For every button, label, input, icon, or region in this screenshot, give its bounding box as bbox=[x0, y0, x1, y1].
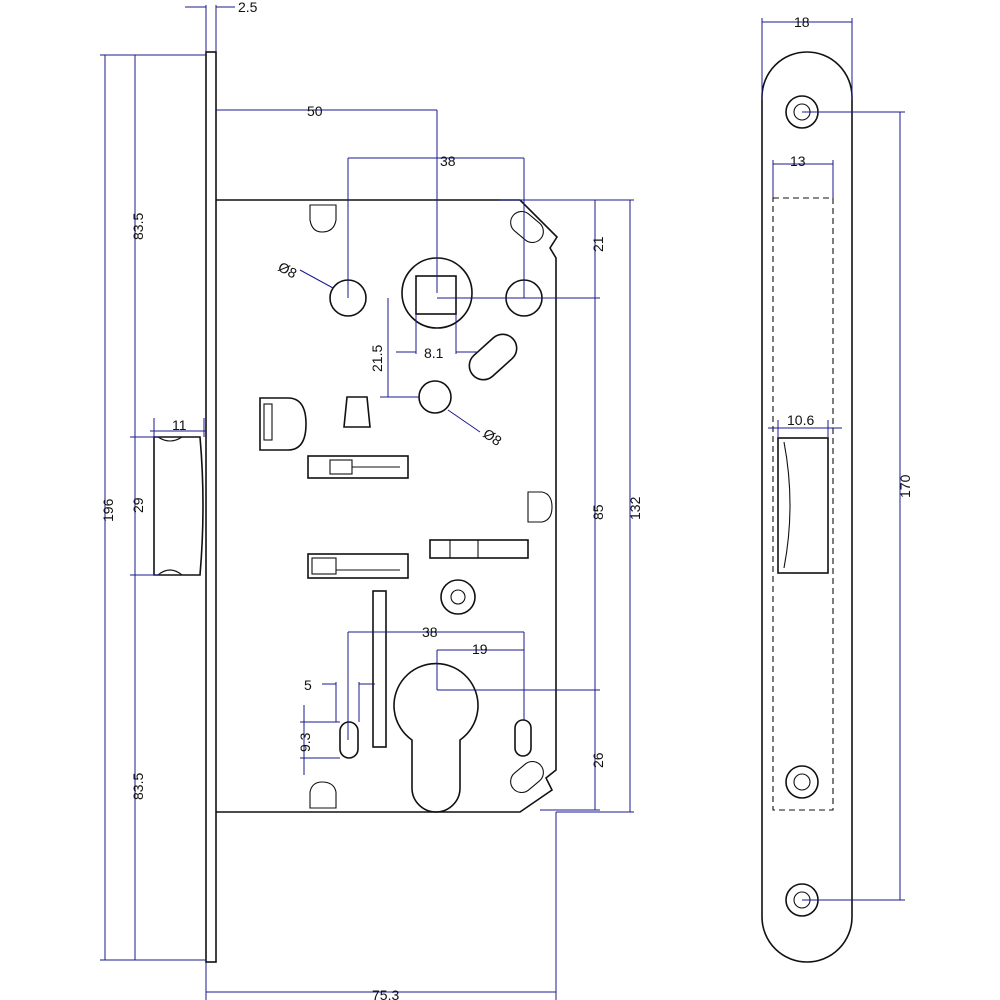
strike-hole-middle bbox=[785, 765, 819, 799]
dim-spindle-square: 8.1 bbox=[424, 345, 444, 361]
spindle-square bbox=[415, 275, 457, 315]
dimension-labels: 2.5 50 38 Ø8 21 8.1 21.5 Ø8 83.5 196 11 … bbox=[100, 0, 913, 1000]
slide-bar-right bbox=[429, 539, 529, 559]
slanted-slot bbox=[468, 333, 518, 381]
dim-cylinder-spacing: 38 bbox=[422, 624, 438, 640]
dim-case-height: 132 bbox=[627, 496, 643, 520]
strike-latch-opening bbox=[777, 437, 829, 574]
dimension-lines bbox=[100, 5, 905, 1000]
dim-strike-latch-slot: 10.6 bbox=[787, 412, 814, 428]
dim-bolt-width: 5 bbox=[304, 677, 312, 693]
latch-bolt-notch-top bbox=[157, 436, 183, 442]
dim-latch-projection: 11 bbox=[172, 417, 187, 433]
washer-outer bbox=[440, 579, 476, 615]
latch-bolt bbox=[153, 436, 204, 576]
slot-bottom-left bbox=[339, 721, 359, 759]
lock-case-outline bbox=[216, 199, 559, 813]
dim-faceplate-lower: 83.5 bbox=[130, 773, 146, 800]
dim-bottom-offset: 26 bbox=[590, 752, 606, 768]
strike-plate bbox=[761, 51, 853, 963]
dim-faceplate-upper: 83.5 bbox=[130, 213, 146, 240]
slot-bottom-right bbox=[514, 719, 532, 757]
strike-hole-middle-inner bbox=[793, 773, 811, 791]
dim-spindle-to-hole: 21.5 bbox=[369, 345, 385, 372]
mortise-lock-body bbox=[153, 51, 559, 963]
dim-mid-hole-diameter: Ø8 bbox=[480, 425, 505, 449]
dim-faceplate-length: 196 bbox=[100, 498, 116, 522]
rivet-right bbox=[527, 491, 553, 523]
dim-cylinder-half: 19 bbox=[472, 641, 488, 657]
deadbolt-bar bbox=[372, 590, 387, 748]
corner-lug-top bbox=[510, 210, 544, 244]
d-cam-inner bbox=[263, 403, 273, 441]
corner-lug-bottom bbox=[510, 760, 544, 794]
fixing-hole-middle bbox=[418, 380, 452, 414]
strike-opening-curve bbox=[783, 441, 791, 569]
strike-slot-dashed bbox=[772, 197, 834, 811]
faceplate bbox=[205, 51, 217, 963]
dim-top-offset: 21 bbox=[590, 236, 606, 252]
dim-case-depth: 75.3 bbox=[372, 987, 399, 1000]
washer-inner bbox=[450, 589, 466, 605]
dim-latch-height: 29 bbox=[130, 497, 146, 513]
d-shaped-cam bbox=[259, 397, 307, 451]
slide-bar-lower bbox=[307, 553, 409, 579]
dim-strike-hole-spacing: 170 bbox=[897, 474, 913, 498]
rivet-top-left bbox=[309, 204, 337, 233]
dim-bolt-height: 9.3 bbox=[297, 732, 313, 752]
rivet-bottom-left bbox=[309, 781, 337, 809]
dim-strike-slot-width: 13 bbox=[790, 153, 806, 169]
dim-top-hole-spacing: 38 bbox=[440, 153, 456, 169]
dim-backset: 50 bbox=[307, 103, 323, 119]
dim-center-distance: 85 bbox=[590, 504, 606, 520]
dim-faceplate-thickness: 2.5 bbox=[238, 0, 258, 15]
small-lever bbox=[343, 396, 371, 428]
dim-top-hole-diameter: Ø8 bbox=[276, 259, 300, 282]
dim-strike-width: 18 bbox=[794, 14, 810, 30]
euro-cylinder-cutout bbox=[393, 662, 479, 813]
strike-plate-outline bbox=[761, 51, 853, 963]
latch-bolt-notch-bottom bbox=[157, 569, 183, 576]
slide-bar-upper bbox=[307, 455, 409, 479]
